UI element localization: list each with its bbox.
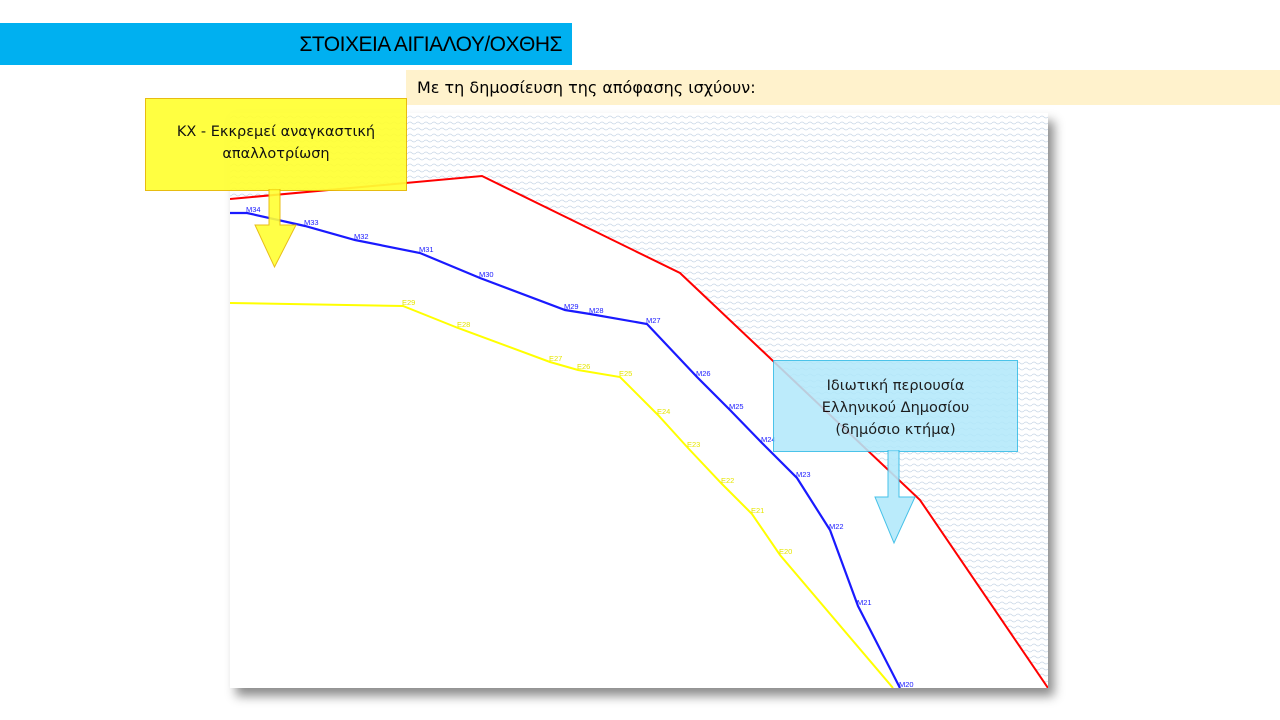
public-property-callout: Ιδιωτική περιουσία Ελληνικού Δημοσίου (δ… <box>773 360 1018 452</box>
yellow-point-label: E28 <box>457 320 470 329</box>
section-title-bar: ΣΤΟΙΧΕΙΑ ΑΙΓΙΑΛΟΥ/ΟΧΘΗΣ <box>0 23 572 65</box>
public-property-line1: Ιδιωτική περιουσία <box>826 378 965 394</box>
blue-point-label: M30 <box>479 270 494 279</box>
yellow-point-label: E27 <box>549 354 562 363</box>
blue-point-label: M31 <box>419 245 434 254</box>
blue-point-label: M21 <box>857 598 872 607</box>
public-property-line3: (δημόσιο κτήμα) <box>835 422 956 438</box>
subtitle-text: Με τη δημοσίευση της απόφασης ισχύουν: <box>417 78 756 97</box>
yellow-point-label: E23 <box>687 440 700 449</box>
yellow-point-label: E24 <box>657 407 670 416</box>
blue-point-label: M22 <box>829 522 844 531</box>
yellow-down-arrow-icon <box>254 189 297 269</box>
sea-hatched-area <box>230 113 1048 688</box>
yellow-point-label: E22 <box>721 476 734 485</box>
section-title: ΣΤΟΙΧΕΙΑ ΑΙΓΙΑΛΟΥ/ΟΧΘΗΣ <box>299 33 562 56</box>
yellow-point-label: E21 <box>751 506 764 515</box>
blue-point-label: M29 <box>564 302 579 311</box>
yellow-point-label: E25 <box>619 369 632 378</box>
blue-point-label: M32 <box>354 232 369 241</box>
blue-point-label: M28 <box>589 306 604 315</box>
yellow-point-label: E29 <box>402 298 415 307</box>
blue-point-label: M26 <box>696 369 711 378</box>
expropriation-line2: απαλλοτρίωση <box>222 146 330 162</box>
blue-point-label: M25 <box>729 402 744 411</box>
blue-point-label: M24 <box>761 435 776 444</box>
public-property-line2: Ελληνικού Δημοσίου <box>821 400 970 416</box>
blue-point-label: M27 <box>646 316 661 325</box>
blue-point-label: M20 <box>899 680 914 688</box>
yellow-shoreline <box>230 302 894 688</box>
blue-point-label: M23 <box>796 470 811 479</box>
expropriation-line1: ΚΧ - Εκκρεμεί αναγκαστική <box>176 124 376 140</box>
blue-point-label: M34 <box>246 205 261 214</box>
expropriation-callout: ΚΧ - Εκκρεμεί αναγκαστική απαλλοτρίωση <box>145 98 407 191</box>
yellow-point-label: E20 <box>779 547 792 556</box>
blue-point-label: M33 <box>304 218 319 227</box>
blue-down-arrow-icon <box>874 450 916 545</box>
yellow-point-label: E26 <box>577 362 590 371</box>
subtitle-bar: Με τη δημοσίευση της απόφασης ισχύουν: <box>406 70 1280 105</box>
blue-shore-line <box>230 211 901 688</box>
